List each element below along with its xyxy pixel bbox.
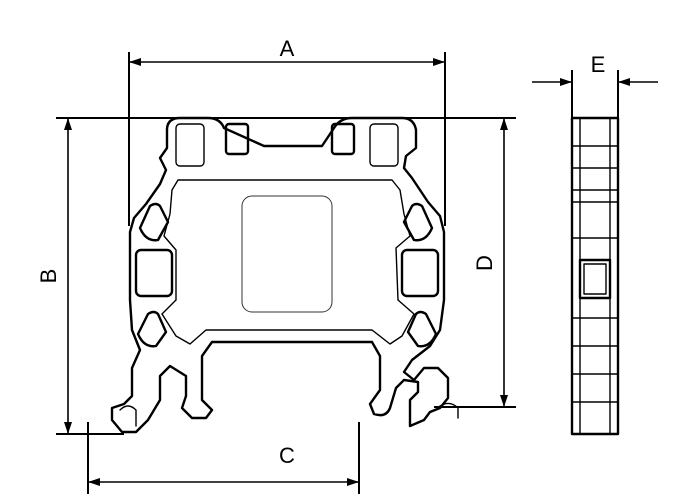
- dim-c-arrow-right: [347, 478, 359, 486]
- dim-e-arrow-right: [618, 78, 630, 86]
- dim-a-label: A: [280, 36, 295, 61]
- dim-d-label: D: [472, 255, 497, 271]
- side-latch-upper-left: [138, 202, 170, 242]
- clamp-slot-top-left-outer: [175, 123, 205, 167]
- dim-d-arrow-top: [500, 118, 508, 130]
- front-body-outline: [110, 116, 450, 434]
- dimension-b: B: [36, 117, 516, 435]
- clamp-slot-top-right-inner: [330, 122, 356, 156]
- dim-d-arrow-bottom: [500, 395, 508, 407]
- side-latch-upper-right: [402, 202, 434, 242]
- side-latch-lower-right: [406, 310, 438, 348]
- front-view: [110, 116, 459, 434]
- dim-b-arrow-top: [64, 118, 72, 130]
- dimension-e: E: [532, 52, 658, 118]
- clamp-slot-top-left-inner: [224, 122, 250, 156]
- dimension-d: D: [434, 118, 516, 408]
- dimension-c: C: [87, 422, 360, 494]
- clamp-slot-top-right-outer: [369, 123, 399, 167]
- label-area: [241, 195, 333, 313]
- side-view-window-inner: [583, 263, 607, 295]
- dim-c-arrow-left: [88, 478, 100, 486]
- dim-e-label: E: [591, 52, 606, 77]
- side-slot-right: [400, 248, 440, 298]
- dim-c-label: C: [279, 443, 295, 468]
- dim-b-arrow-bottom: [64, 422, 72, 434]
- dim-e-arrow-left: [560, 78, 572, 86]
- dim-a-arrow-right: [433, 58, 445, 66]
- side-latch-lower-left: [136, 310, 168, 348]
- dimension-a: A: [128, 36, 446, 226]
- foot-clip-left: [119, 405, 137, 427]
- side-view: [570, 116, 620, 436]
- front-inner-contour: [161, 179, 415, 345]
- dim-a-arrow-left: [129, 58, 141, 66]
- side-slot-left: [134, 248, 174, 298]
- dim-b-label: B: [36, 269, 61, 284]
- side-view-outline: [570, 116, 620, 436]
- side-view-window: [578, 258, 612, 300]
